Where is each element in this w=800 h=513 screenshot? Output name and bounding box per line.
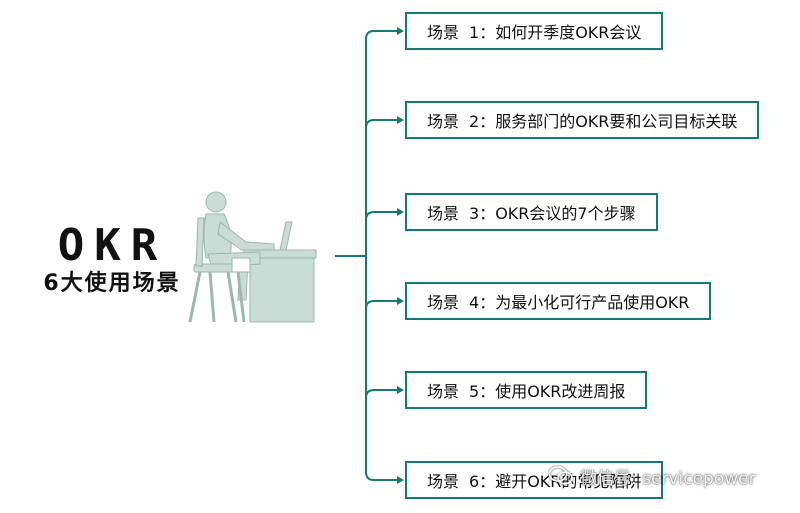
wechat-icon bbox=[548, 466, 573, 485]
scenario-text: 为最小化可行产品使用OKR bbox=[495, 293, 690, 312]
branch-curve-5 bbox=[365, 389, 375, 399]
scenario-node-1: 场景 1： 如何开季度OKR会议 bbox=[405, 12, 664, 50]
arrowhead-2 bbox=[397, 116, 404, 124]
connector-spine bbox=[365, 30, 375, 481]
watermark: 微信号: servicepower bbox=[548, 462, 756, 490]
scenario-number: 2： bbox=[469, 112, 496, 131]
arrowhead-4 bbox=[397, 297, 404, 305]
watermark-text: 微信号: servicepower bbox=[580, 468, 756, 489]
scenario-text: 如何开季度OKR会议 bbox=[495, 23, 642, 42]
root-subtitle: 6大使用场景 bbox=[43, 271, 181, 296]
arrowhead-1 bbox=[397, 27, 404, 35]
arrowhead-5 bbox=[397, 386, 404, 394]
scenario-node-5: 场景 5： 使用OKR改进周报 bbox=[405, 371, 648, 409]
branch-curve-4 bbox=[365, 300, 375, 310]
branch-curve-2 bbox=[365, 119, 375, 129]
scenario-number: 4： bbox=[469, 293, 496, 312]
scenario-prefix: 场景 bbox=[427, 204, 460, 223]
scenario-node-4: 场景 4： 为最小化可行产品使用OKR bbox=[405, 282, 712, 320]
scenario-node-6: 场景 6： 避开OKR的常见陷阱 bbox=[405, 461, 664, 499]
scenario-prefix: 场景 bbox=[427, 382, 460, 401]
scenario-text: 避开OKR的常见陷阱 bbox=[495, 472, 642, 491]
scenario-prefix: 场景 bbox=[427, 23, 460, 42]
person-at-desk-illustration bbox=[188, 191, 317, 323]
scenario-number: 3： bbox=[469, 204, 496, 223]
root-title: OKR bbox=[57, 220, 168, 271]
scenario-number: 5： bbox=[469, 382, 496, 401]
scenario-number: 6： bbox=[469, 472, 496, 491]
scenario-text: 使用OKR改进周报 bbox=[495, 382, 626, 401]
scenario-text: OKR会议的7个步骤 bbox=[495, 204, 636, 223]
scenario-node-2: 场景 2： 服务部门的OKR要和公司目标关联 bbox=[405, 101, 760, 139]
scenario-prefix: 场景 bbox=[427, 472, 460, 491]
scenario-text: 服务部门的OKR要和公司目标关联 bbox=[495, 112, 738, 131]
branch-curve-3 bbox=[365, 211, 375, 221]
scenario-prefix: 场景 bbox=[427, 112, 460, 131]
scenario-number: 1： bbox=[469, 23, 496, 42]
arrowhead-6 bbox=[397, 476, 404, 484]
arrowhead-3 bbox=[397, 208, 404, 216]
scenario-prefix: 场景 bbox=[427, 293, 460, 312]
scenario-node-3: 场景 3： OKR会议的7个步骤 bbox=[405, 193, 658, 231]
